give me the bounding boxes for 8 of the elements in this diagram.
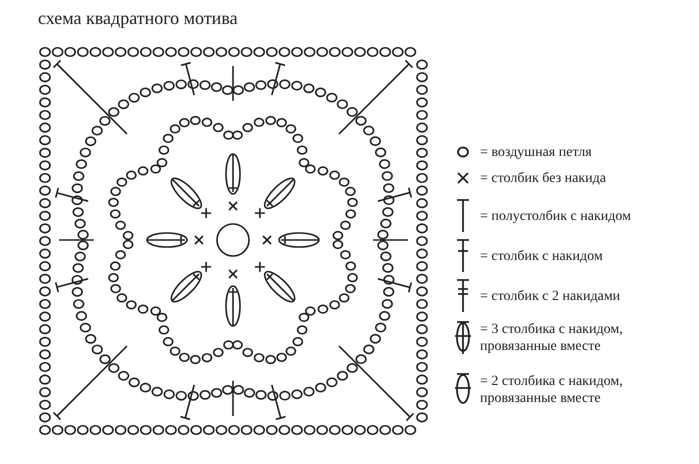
legend-text: = 3 столбика с накидом, провязанные вместе <box>480 321 624 355</box>
legend-text: = столбик с 2 накидами <box>480 288 622 304</box>
diagram-title: схема квадратного мотива <box>38 8 238 29</box>
legend-text: = воздушная петля <box>480 144 593 160</box>
legend-text: = столбик с накидом <box>480 248 604 264</box>
legend-text: = столбик без накида <box>480 170 607 186</box>
legend-text: = полустолбик с накидом <box>480 208 632 224</box>
legend-text: = 2 столбика с накидом, провязанные вместе <box>480 373 624 407</box>
